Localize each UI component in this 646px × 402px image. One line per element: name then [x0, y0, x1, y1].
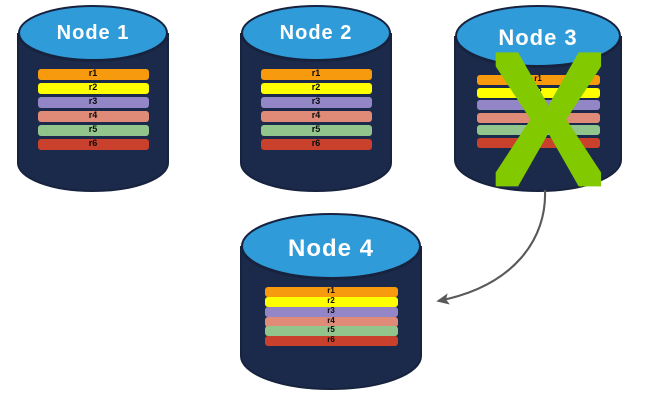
record-bar[interactable]: r3 [476, 99, 600, 110]
record-label: r1 [311, 68, 321, 78]
record-bar[interactable]: r6 [476, 136, 600, 148]
record-bar[interactable]: r5 [260, 124, 372, 136]
record-list: r1 r2 r3 r4 r5 r6 [241, 68, 391, 153]
record-bar[interactable]: r4 [264, 315, 398, 327]
record-label: r3 [88, 96, 98, 106]
record-label: r4 [88, 110, 98, 120]
record-bar[interactable]: r3 [260, 96, 372, 108]
record-bar[interactable]: r2 [37, 82, 149, 94]
record-label: r6 [311, 138, 321, 148]
record-label: r5 [88, 124, 98, 134]
record-bar[interactable]: r3 [264, 305, 398, 317]
record-bar[interactable]: r2 [264, 295, 398, 307]
record-bar[interactable]: r1 [264, 286, 398, 297]
record-label: r6 [327, 335, 335, 345]
record-label: r5 [327, 325, 335, 335]
record-label: r1 [88, 68, 98, 78]
record-label: r2 [327, 295, 335, 305]
record-bar[interactable]: r4 [260, 110, 372, 122]
record-label: r3 [327, 305, 335, 315]
record-bar[interactable]: r2 [476, 86, 600, 98]
record-label: r1 [327, 286, 335, 295]
record-label: r6 [534, 136, 542, 146]
record-bar[interactable]: r6 [37, 138, 149, 150]
record-label: r2 [534, 86, 542, 96]
record-bar[interactable]: r4 [476, 111, 600, 123]
record-bar[interactable]: r1 [260, 68, 372, 80]
record-label: r5 [311, 124, 321, 134]
record-label: r2 [311, 82, 321, 92]
record-bar[interactable]: r5 [264, 325, 398, 337]
record-bar[interactable]: r6 [264, 335, 398, 347]
record-list: r1 r2 r3 r4 r5 r6 [455, 74, 621, 150]
record-list: r1 r2 r3 r4 r5 r6 [18, 68, 168, 153]
record-bar[interactable]: r1 [476, 74, 600, 85]
record-bar[interactable]: r5 [37, 124, 149, 136]
record-label: r3 [311, 96, 321, 106]
record-label: r5 [534, 124, 542, 133]
record-bar[interactable]: r1 [37, 68, 149, 80]
record-label: r4 [534, 111, 542, 121]
record-bar[interactable]: r5 [476, 124, 600, 135]
record-label: r3 [534, 99, 542, 108]
record-bar[interactable]: r3 [37, 96, 149, 108]
record-label: r4 [311, 110, 321, 120]
record-bar[interactable]: r4 [37, 110, 149, 122]
record-label: r2 [88, 82, 98, 92]
record-label: r1 [534, 74, 542, 83]
record-label: r4 [327, 315, 335, 325]
record-bar[interactable]: r6 [260, 138, 372, 150]
record-bar[interactable]: r2 [260, 82, 372, 94]
record-label: r6 [88, 138, 98, 148]
